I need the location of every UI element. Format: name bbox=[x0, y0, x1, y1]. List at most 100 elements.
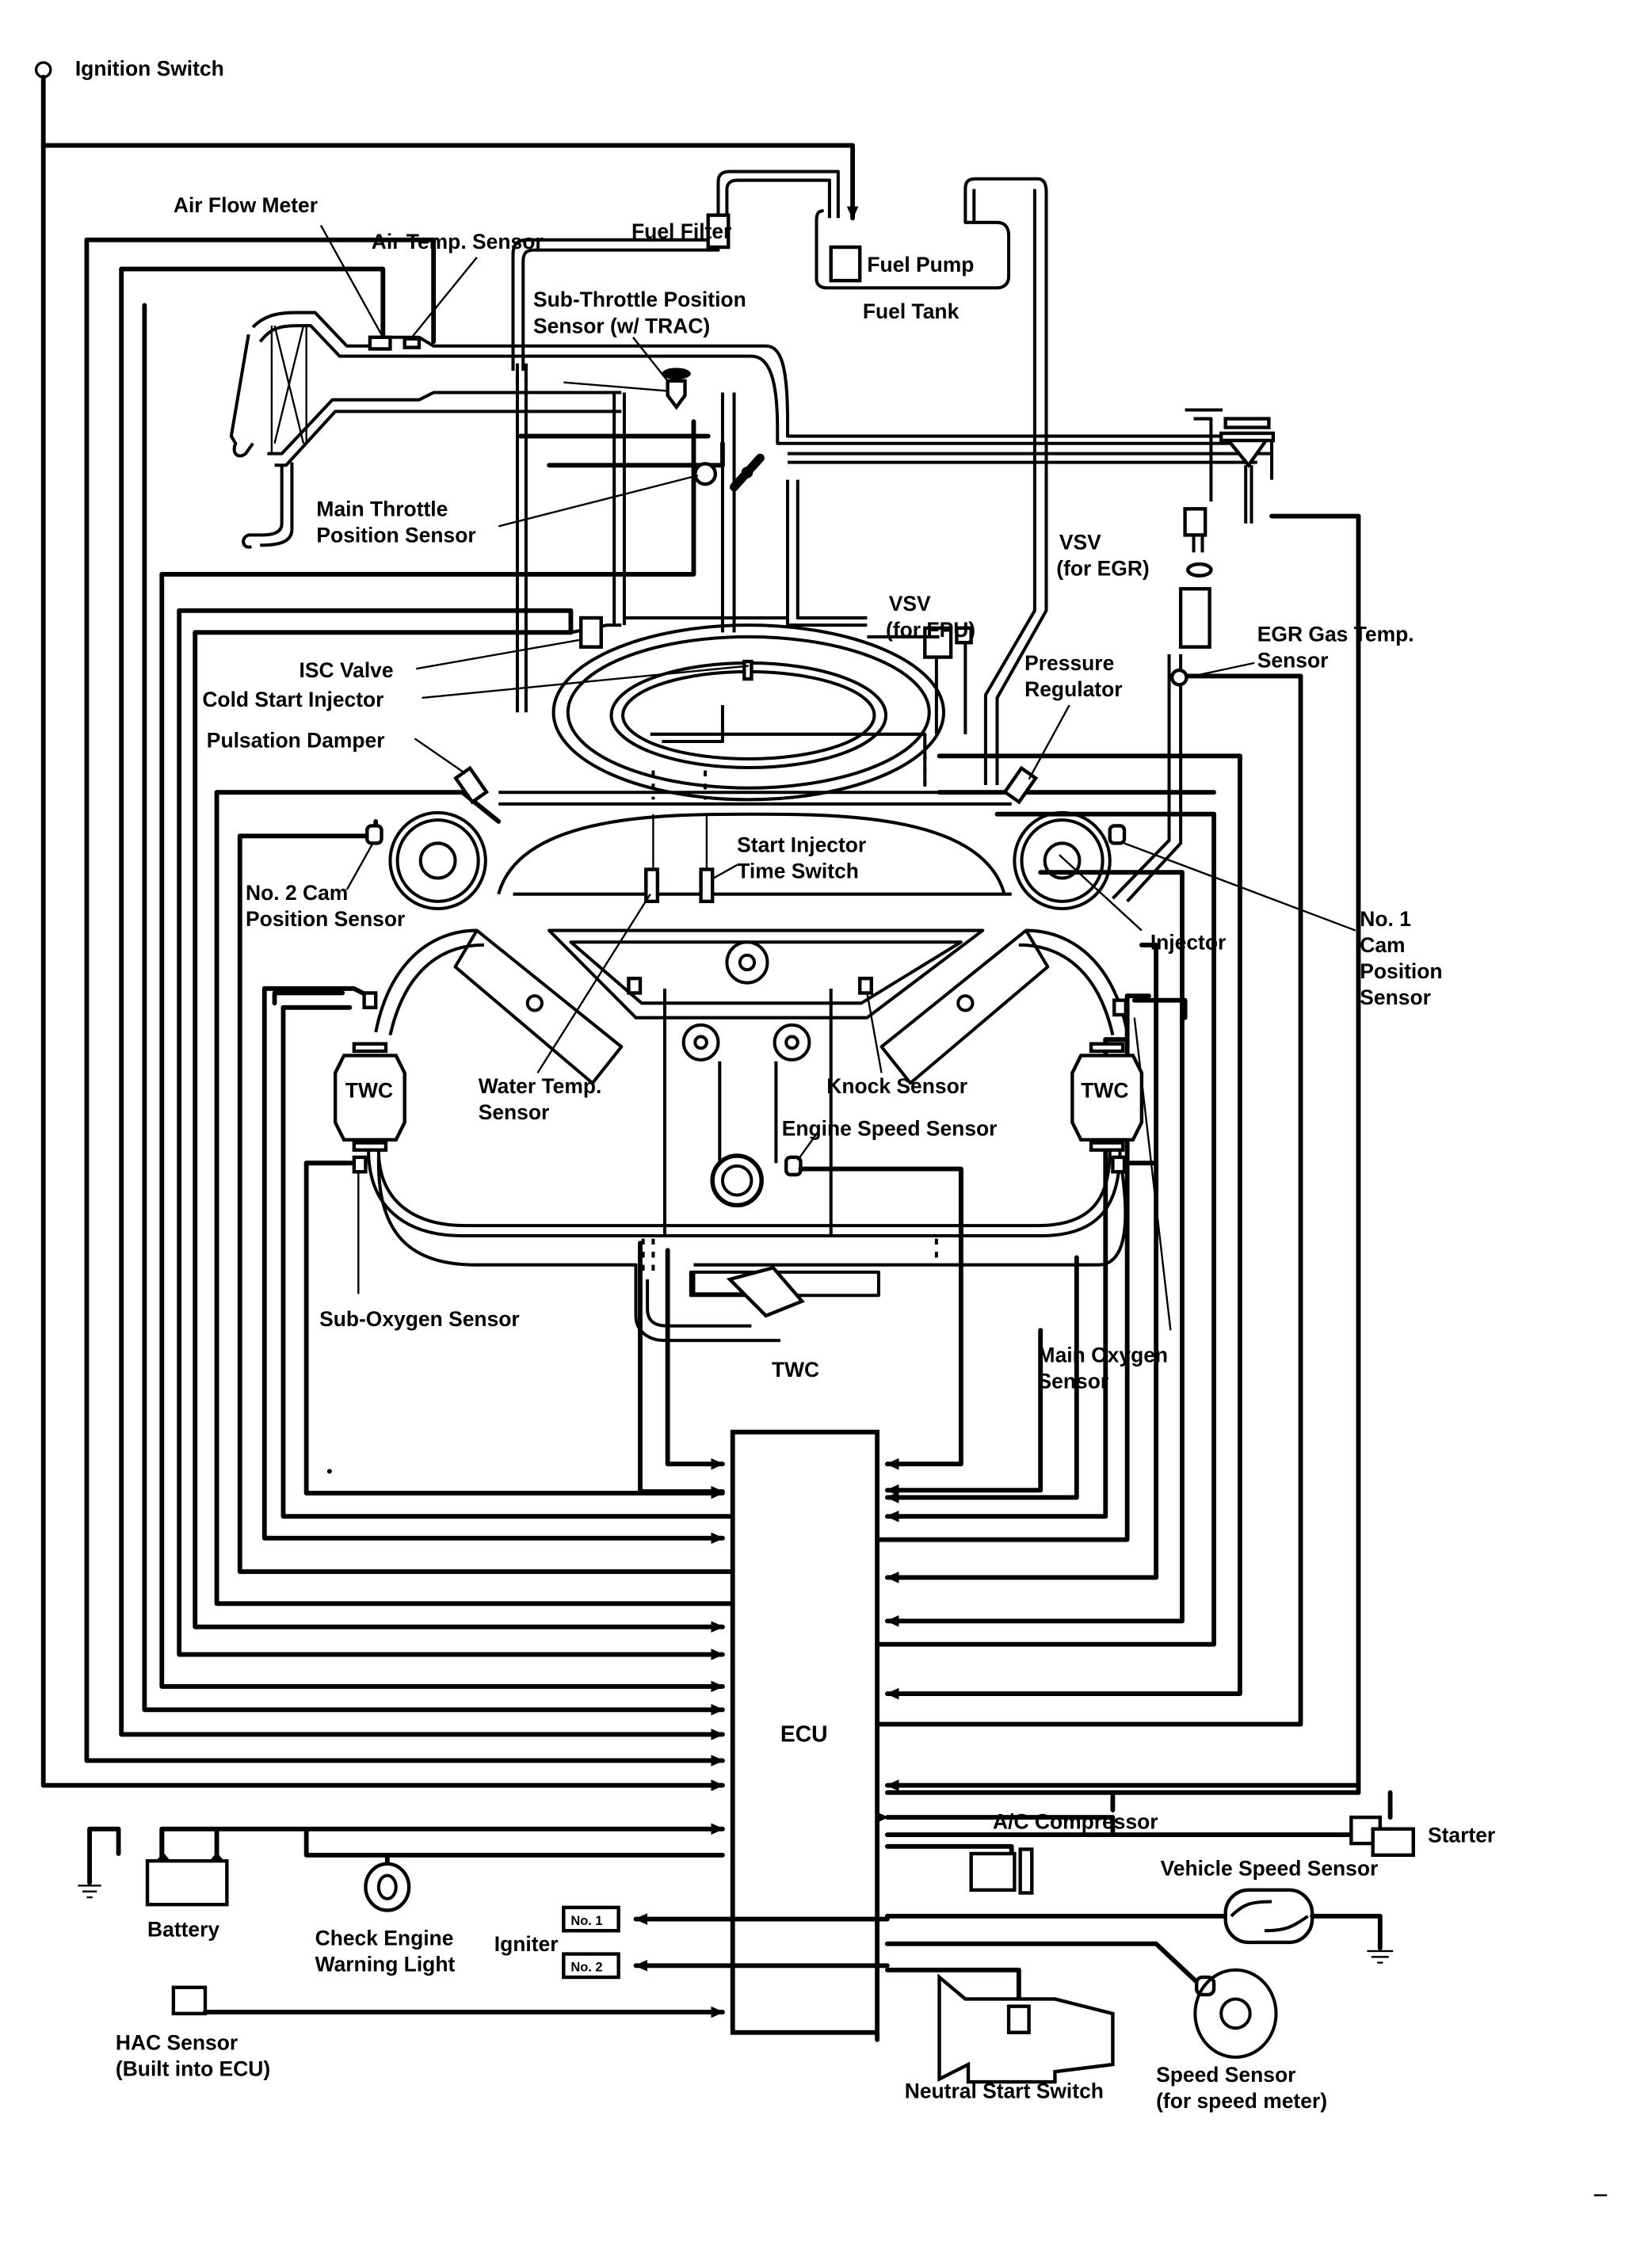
label-neutral-start-switch: Neutral Start Switch bbox=[905, 2079, 1104, 2102]
twc-left-icon bbox=[333, 1042, 406, 1152]
label-no1-cam-1: No. 1 bbox=[1360, 907, 1411, 931]
egr-valve-icon bbox=[1178, 587, 1211, 649]
label-start-injector-2: Time Switch bbox=[737, 859, 859, 882]
label-water-temp-2: Sensor bbox=[479, 1100, 550, 1124]
label-pulsation-damper: Pulsation Damper bbox=[207, 728, 385, 752]
label-fuel-tank: Fuel Tank bbox=[863, 299, 960, 323]
fuel-tank-icon bbox=[815, 177, 1048, 786]
igniter-no2-icon bbox=[562, 1952, 620, 1980]
label-ac-compressor: A/C Compressor bbox=[993, 1810, 1158, 1834]
label-twc-bottom: TWC bbox=[772, 1358, 819, 1382]
lower-left-components: No. 1 No. 2 bbox=[78, 1829, 890, 2018]
crank-gear-icon bbox=[710, 1153, 764, 1208]
main-oxygen-sensor-icon bbox=[1112, 998, 1128, 1017]
label-start-injector-1: Start Injector bbox=[737, 833, 866, 856]
ground-icon bbox=[78, 1885, 101, 1899]
air-temp-sensor-icon bbox=[403, 337, 422, 349]
fuel-system bbox=[511, 170, 1048, 786]
hac-sensor-icon bbox=[171, 1985, 208, 2016]
engine-block bbox=[272, 616, 1356, 1343]
sub-oxygen-sensor-icon bbox=[352, 1155, 368, 1174]
sub-throttle-sensor-icon bbox=[666, 379, 687, 410]
ground-icon-right bbox=[1367, 1950, 1394, 1964]
label-twc-right: TWC bbox=[1081, 1079, 1128, 1103]
label-engine-speed-sensor: Engine Speed Sensor bbox=[782, 1116, 998, 1140]
label-pressure-regulator-2: Regulator bbox=[1024, 677, 1122, 701]
sub-throttle-valve-icon bbox=[662, 368, 691, 380]
label-vsv-fpu-1: VSV bbox=[889, 592, 931, 616]
label-fuel-pump: Fuel Pump bbox=[867, 253, 974, 276]
no2-cam-pulley-icon bbox=[388, 810, 487, 911]
label-sub-oxygen-sensor: Sub-Oxygen Sensor bbox=[319, 1307, 520, 1331]
fuel-filter-icon bbox=[706, 213, 731, 250]
pressure-regulator-icon bbox=[1002, 765, 1039, 805]
pulsation-damper-icon bbox=[453, 765, 490, 805]
ecu-box bbox=[730, 1429, 880, 2035]
label-no2-cam-1: No. 2 Cam bbox=[246, 881, 348, 905]
water-temp-sensor-icon bbox=[627, 976, 643, 995]
knock-sensor-icon bbox=[858, 976, 873, 995]
ignition-to-fuel-pump-wire bbox=[40, 143, 859, 221]
label-ignition-switch: Ignition Switch bbox=[75, 56, 224, 80]
label-battery: Battery bbox=[147, 1917, 219, 1941]
label-air-flow-meter: Air Flow Meter bbox=[174, 193, 318, 217]
label-water-temp-1: Water Temp. bbox=[479, 1074, 602, 1098]
vsv-egr-icon bbox=[1183, 507, 1208, 537]
label-cold-start-injector: Cold Start Injector bbox=[202, 688, 383, 711]
label-check-engine-1: Check Engine bbox=[315, 1926, 454, 1950]
label-main-oxygen-2: Sensor bbox=[1038, 1370, 1109, 1393]
igniter-no1-icon bbox=[562, 1905, 620, 1933]
igniter-no1-label: No. 1 bbox=[570, 1914, 602, 1928]
label-egr-gas-temp-1: EGR Gas Temp. bbox=[1257, 622, 1414, 646]
label-sub-throttle-2: Sensor (w/ TRAC) bbox=[533, 314, 710, 337]
label-no1-cam-2: Cam bbox=[1360, 933, 1405, 957]
cold-start-injector-icon bbox=[742, 659, 754, 681]
main-throttle-sensor-icon bbox=[693, 462, 718, 486]
fuel-pump-icon bbox=[829, 245, 862, 283]
label-egr-gas-temp-2: Sensor bbox=[1257, 648, 1329, 672]
ignition-wire bbox=[40, 74, 725, 1792]
label-vehicle-speed-sensor: Vehicle Speed Sensor bbox=[1161, 1856, 1379, 1880]
label-isc-valve: ISC Valve bbox=[300, 658, 394, 682]
label-main-throttle-2: Position Sensor bbox=[316, 523, 475, 547]
label-air-temp-sensor: Air Temp. Sensor bbox=[372, 230, 544, 253]
label-starter: Starter bbox=[1428, 1823, 1495, 1847]
label-hac-sensor-2: (Built into ECU) bbox=[116, 2057, 270, 2081]
label-vsv-egr-2: (for EGR) bbox=[1056, 557, 1149, 581]
label-check-engine-2: Warning Light bbox=[315, 1953, 456, 1976]
lower-right-components bbox=[875, 1782, 1415, 2084]
ecu-label: ECU bbox=[780, 1722, 828, 1748]
label-twc-left: TWC bbox=[345, 1079, 393, 1103]
right-wire-bundle bbox=[875, 513, 1361, 1792]
label-fuel-filter: Fuel Filter bbox=[631, 219, 731, 243]
check-engine-warning-light-icon bbox=[364, 1862, 411, 1912]
ecu-block: ECU bbox=[730, 1429, 880, 2035]
ac-compressor-icon bbox=[969, 1851, 1017, 1893]
label-knock-sensor: Knock Sensor bbox=[826, 1074, 967, 1098]
label-injector: Injector bbox=[1150, 930, 1226, 954]
isc-valve-icon bbox=[579, 616, 603, 649]
twc-bottom-icon bbox=[726, 1265, 805, 1318]
label-vsv-fpu-2: (for FPU) bbox=[886, 618, 975, 642]
egr-gas-temp-sensor-icon bbox=[1169, 668, 1189, 687]
label-no1-cam-3: Position bbox=[1360, 959, 1442, 983]
label-speed-sensor-1: Speed Sensor bbox=[1156, 2063, 1295, 2087]
engine-speed-sensor-icon bbox=[784, 1155, 803, 1177]
label-sub-throttle-1: Sub-Throttle Position bbox=[533, 288, 746, 311]
label-no2-cam-2: Position Sensor bbox=[246, 907, 405, 931]
battery-icon bbox=[145, 1858, 229, 1907]
label-pressure-regulator-1: Pressure bbox=[1024, 651, 1114, 675]
labels: Ignition Switch Air Flow Meter Air Temp.… bbox=[75, 56, 1495, 2113]
no1-cam-pulley-icon bbox=[1013, 810, 1112, 911]
label-hac-sensor-1: HAC Sensor bbox=[116, 2031, 238, 2055]
air-flow-meter-icon bbox=[368, 335, 392, 351]
plenum-vsv-egr bbox=[570, 408, 1276, 903]
vehicle-speed-sensor-icon bbox=[1223, 1888, 1314, 1945]
label-main-oxygen-1: Main Oxygen bbox=[1038, 1344, 1169, 1367]
air-intake bbox=[229, 224, 1274, 713]
speed-sensor-rotor-icon bbox=[1193, 1968, 1278, 2059]
sub-oxygen-sensor-upper-icon bbox=[362, 991, 378, 1010]
label-main-throttle-1: Main Throttle bbox=[316, 497, 448, 520]
label-speed-sensor-2: (for speed meter) bbox=[1156, 2089, 1327, 2113]
